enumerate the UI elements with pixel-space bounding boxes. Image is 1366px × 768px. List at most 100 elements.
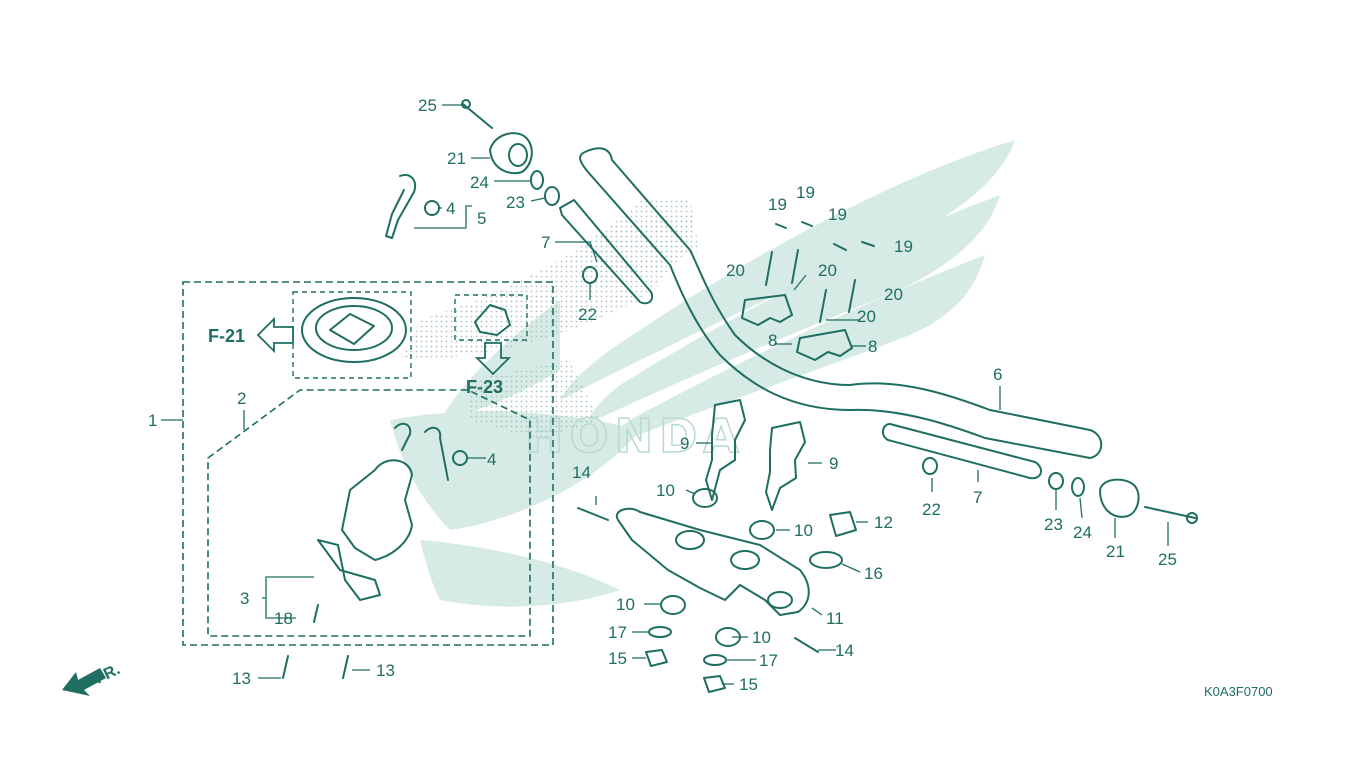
callout-24: 24 bbox=[1073, 523, 1092, 542]
ignition-switch-body bbox=[341, 459, 413, 561]
callout-25: 25 bbox=[418, 96, 437, 115]
callout-13: 13 bbox=[376, 661, 395, 680]
right-nut bbox=[922, 457, 938, 475]
top-bridge-hole-a bbox=[675, 530, 705, 550]
callout-7: 7 bbox=[541, 233, 550, 252]
group-box-2 bbox=[207, 389, 531, 637]
holder-bolt-d bbox=[848, 279, 856, 313]
leader-lines bbox=[161, 104, 1169, 685]
callout-16: 16 bbox=[864, 564, 883, 583]
callout-17: 17 bbox=[608, 623, 627, 642]
callout-17: 17 bbox=[759, 651, 778, 670]
callout-21: 21 bbox=[447, 149, 466, 168]
callout-2: 2 bbox=[237, 389, 246, 408]
callout-7: 7 bbox=[973, 488, 982, 507]
group-box-fuel-cap bbox=[292, 291, 412, 379]
front-indicator-label: FR. bbox=[92, 661, 123, 688]
washer-17b bbox=[703, 654, 727, 666]
callout-15: 15 bbox=[739, 675, 758, 694]
top-bridge-hole-b bbox=[730, 550, 760, 570]
callout-1: 1 bbox=[148, 411, 157, 430]
callout-3: 3 bbox=[240, 589, 249, 608]
callout-23: 23 bbox=[506, 193, 525, 212]
right-bar-end-bolt-head bbox=[1186, 512, 1198, 524]
callout-25: 25 bbox=[1158, 550, 1177, 569]
ignition-keys bbox=[394, 422, 449, 481]
left-bar-end-bolt-head bbox=[461, 99, 471, 109]
callout-8: 8 bbox=[868, 337, 877, 356]
upper-holder-right bbox=[796, 329, 853, 361]
screw-13b bbox=[342, 655, 349, 679]
callout-21: 21 bbox=[1106, 542, 1125, 561]
ref-f23-label: F-23 bbox=[466, 377, 503, 397]
key bbox=[385, 174, 416, 239]
right-grip-tube bbox=[882, 423, 1042, 480]
ref-arrow-f23 bbox=[474, 342, 512, 376]
screw-13a bbox=[282, 655, 289, 679]
callout-9: 9 bbox=[680, 434, 689, 453]
upper-holder-left bbox=[741, 294, 793, 326]
rubber-10a bbox=[692, 488, 718, 508]
left-bar-end-face bbox=[508, 143, 528, 167]
callout-5: 5 bbox=[477, 209, 486, 228]
callout-19: 19 bbox=[828, 205, 847, 224]
lower-holder-left bbox=[705, 399, 746, 501]
callout-15: 15 bbox=[608, 649, 627, 668]
seat-lock bbox=[474, 304, 511, 336]
holder-bolt-c bbox=[819, 289, 827, 323]
stem-washer bbox=[809, 551, 843, 569]
callout-22: 22 bbox=[922, 500, 941, 519]
front-arrow-icon bbox=[62, 668, 106, 696]
callout-20: 20 bbox=[884, 285, 903, 304]
left-nut bbox=[582, 266, 598, 284]
callout-8: 8 bbox=[768, 331, 777, 350]
callout-9: 9 bbox=[829, 454, 838, 473]
callout-20: 20 bbox=[726, 261, 745, 280]
callout-22: 22 bbox=[578, 305, 597, 324]
cap-19d bbox=[861, 241, 875, 247]
callout-20: 20 bbox=[818, 261, 837, 280]
callout-19: 19 bbox=[894, 237, 913, 256]
callout-10: 10 bbox=[616, 595, 635, 614]
callout-10: 10 bbox=[794, 521, 813, 540]
nut-15a bbox=[645, 649, 668, 667]
handlebar-part bbox=[579, 147, 1103, 459]
group-box-1 bbox=[182, 281, 554, 646]
screw-18 bbox=[313, 604, 319, 623]
callout-12: 12 bbox=[874, 513, 893, 532]
bolt-14a bbox=[577, 507, 609, 521]
top-bridge bbox=[615, 507, 810, 616]
right-bar-end-weight bbox=[1099, 478, 1140, 518]
honda-wing-watermark bbox=[390, 140, 1015, 607]
callout-23: 23 bbox=[1044, 515, 1063, 534]
rubber-10c bbox=[660, 595, 686, 615]
ignition-switch-bracket bbox=[317, 539, 381, 601]
left-collar bbox=[544, 186, 560, 206]
callout-numbers: 25 21 24 23 7 22 4 5 1 2 4 3 18 13 13 19… bbox=[148, 96, 1177, 694]
callout-19: 19 bbox=[768, 195, 787, 214]
callout-6: 6 bbox=[993, 365, 1002, 384]
nut-15b bbox=[703, 675, 726, 693]
cap-19a bbox=[775, 223, 787, 229]
honda-watermark-text: HONDA bbox=[525, 409, 745, 463]
callout-14: 14 bbox=[572, 463, 591, 482]
callout-24: 24 bbox=[470, 173, 489, 192]
holder-bolt-b bbox=[791, 249, 799, 284]
callout-4: 4 bbox=[446, 199, 455, 218]
callout-14: 14 bbox=[835, 641, 854, 660]
diagram-code: K0A3F0700 bbox=[1204, 684, 1273, 699]
cap-19c bbox=[833, 243, 847, 251]
callout-11: 11 bbox=[826, 609, 844, 628]
bolt-14b bbox=[794, 637, 819, 653]
callout-20: 20 bbox=[857, 307, 876, 326]
callout-10: 10 bbox=[752, 628, 771, 647]
rubber-10b bbox=[749, 520, 775, 540]
ref-arrow-f21 bbox=[256, 316, 294, 354]
callout-10: 10 bbox=[656, 481, 675, 500]
right-collar bbox=[1048, 472, 1064, 490]
top-bridge-hole-c bbox=[767, 591, 793, 609]
callout-18: 18 bbox=[274, 609, 293, 628]
group-box-seat-lock bbox=[454, 294, 528, 341]
